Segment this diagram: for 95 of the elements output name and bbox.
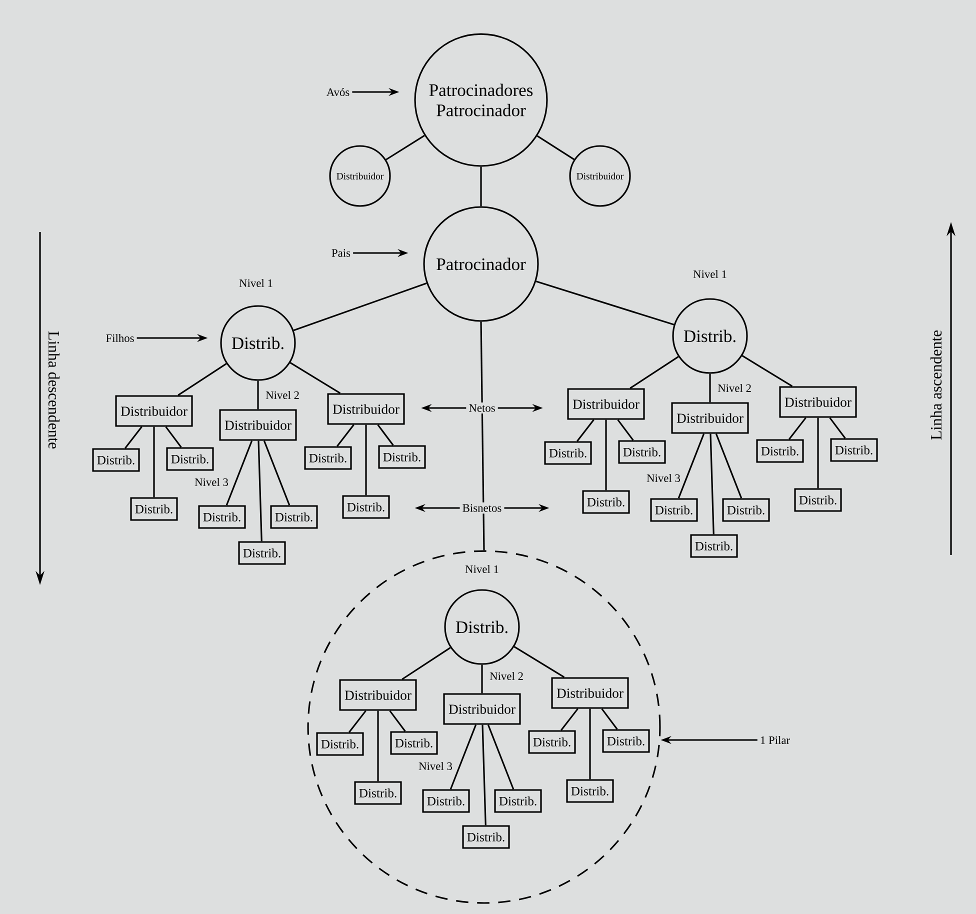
level-label: Nivel 1 xyxy=(239,279,272,288)
connector-line xyxy=(450,724,477,790)
connector-line xyxy=(742,355,793,387)
distributor-box: Distrib. xyxy=(528,730,576,754)
connector-line xyxy=(165,426,182,448)
distributor-box: Distrib. xyxy=(462,825,510,849)
connector-line xyxy=(293,282,427,332)
distributor-box: Distribuidor xyxy=(339,679,417,711)
distributor-box: Distrib. xyxy=(354,781,402,805)
distributor-box: Distrib. xyxy=(378,445,426,469)
distributor-box: Distribuidor xyxy=(115,395,193,427)
distributor-box: Distrib. xyxy=(342,495,390,519)
distributor-box: Distribuidor xyxy=(779,386,857,418)
connector-line xyxy=(480,322,485,550)
connector-line xyxy=(481,664,483,694)
level-label: Nivel 3 xyxy=(646,474,680,482)
connector-line xyxy=(560,708,578,731)
distributor-box: Distrib. xyxy=(304,446,352,470)
distributor-box: Distribuidor xyxy=(567,388,645,420)
distributor-box: Distrib. xyxy=(238,541,286,565)
distributor-box: Distribuidor xyxy=(219,409,297,441)
level-label: Nivel 2 xyxy=(490,672,523,680)
distributor-box: Distrib. xyxy=(270,505,318,529)
level-label: Nivel 1 xyxy=(465,565,498,574)
connector-line xyxy=(715,434,742,499)
connector-line xyxy=(589,708,591,780)
level-label: Nivel 1 xyxy=(693,270,726,278)
connector-line xyxy=(226,440,253,506)
distributor-box: Distribuidor xyxy=(671,402,749,434)
connector-line xyxy=(377,710,379,782)
distributor-box: Distribuidor xyxy=(551,677,629,709)
connector-line xyxy=(482,724,486,826)
distributor-box: Distrib. xyxy=(544,441,592,465)
distributor-box: Distrib. xyxy=(650,498,698,522)
connector-line xyxy=(263,440,290,506)
connector-line xyxy=(617,419,634,441)
distributor-box: Distrib. xyxy=(794,488,842,512)
connector-line xyxy=(377,424,394,446)
connector-line xyxy=(487,724,514,790)
distributor-box: Distrib. xyxy=(756,439,804,463)
arrow-label: Pais xyxy=(332,249,350,257)
distributor-box: Distrib. xyxy=(390,731,438,755)
connector-line xyxy=(348,710,366,733)
distributor-box: Distribuidor xyxy=(443,693,521,725)
level-label: Nivel 2 xyxy=(266,391,299,400)
connector-line xyxy=(290,362,341,394)
connector-line xyxy=(514,646,565,678)
connector-line xyxy=(605,420,607,490)
distributor-box: Distrib. xyxy=(690,534,738,558)
connector-line xyxy=(402,647,451,680)
connector-line xyxy=(178,363,227,396)
connector-line xyxy=(124,426,142,449)
connector-line xyxy=(710,434,714,534)
connector-line xyxy=(389,710,406,732)
connector-line xyxy=(829,417,846,439)
connector-line xyxy=(709,374,711,402)
connector-line xyxy=(630,356,679,389)
distributor-box: Distrib. xyxy=(422,789,470,813)
arrow-label: Avós xyxy=(326,88,350,96)
distributor-box: Distrib. xyxy=(92,448,140,472)
side-label: Linha ascendente xyxy=(930,330,942,440)
connector-line xyxy=(536,135,574,160)
connector-line xyxy=(336,424,354,447)
connector-line xyxy=(153,426,155,498)
distributor-box: Distrib. xyxy=(316,732,364,756)
level-label: Nivel 3 xyxy=(418,762,452,770)
connector-line xyxy=(480,166,482,206)
connector-line xyxy=(258,440,262,542)
connector-line xyxy=(788,417,806,440)
distributor-box: Distrib. xyxy=(166,447,214,471)
connector-line xyxy=(817,418,819,488)
distributor-box: Distrib. xyxy=(602,729,650,753)
arrow-label: Filhos xyxy=(106,334,134,342)
connector-line xyxy=(601,708,618,730)
distributor-box: Distrib. xyxy=(494,789,542,813)
distributor-box: Distrib. xyxy=(582,490,630,514)
distributor-box: Distrib. xyxy=(198,505,246,529)
distributor-box: Distrib. xyxy=(618,440,666,464)
connector-line xyxy=(678,434,705,499)
connector-line xyxy=(365,424,367,496)
distributor-box: Distribuidor xyxy=(327,393,405,425)
arrow-label: Bisnetos xyxy=(460,502,504,514)
distributor-box: Distrib. xyxy=(830,438,878,462)
distributor-box: Distrib. xyxy=(130,497,178,521)
connector-line xyxy=(536,280,674,326)
distributor-box: Distrib. xyxy=(722,498,770,522)
connector-line xyxy=(386,134,425,160)
level-label: Nivel 3 xyxy=(194,478,228,486)
connector-line xyxy=(257,380,259,410)
side-label: Linha descendente xyxy=(48,331,60,449)
level-label: Nivel 2 xyxy=(718,384,751,392)
arrow-label: 1 Pilar xyxy=(760,736,790,744)
pillar-circle xyxy=(307,550,661,904)
distributor-box: Distrib. xyxy=(566,779,614,803)
connector-line xyxy=(576,419,594,442)
